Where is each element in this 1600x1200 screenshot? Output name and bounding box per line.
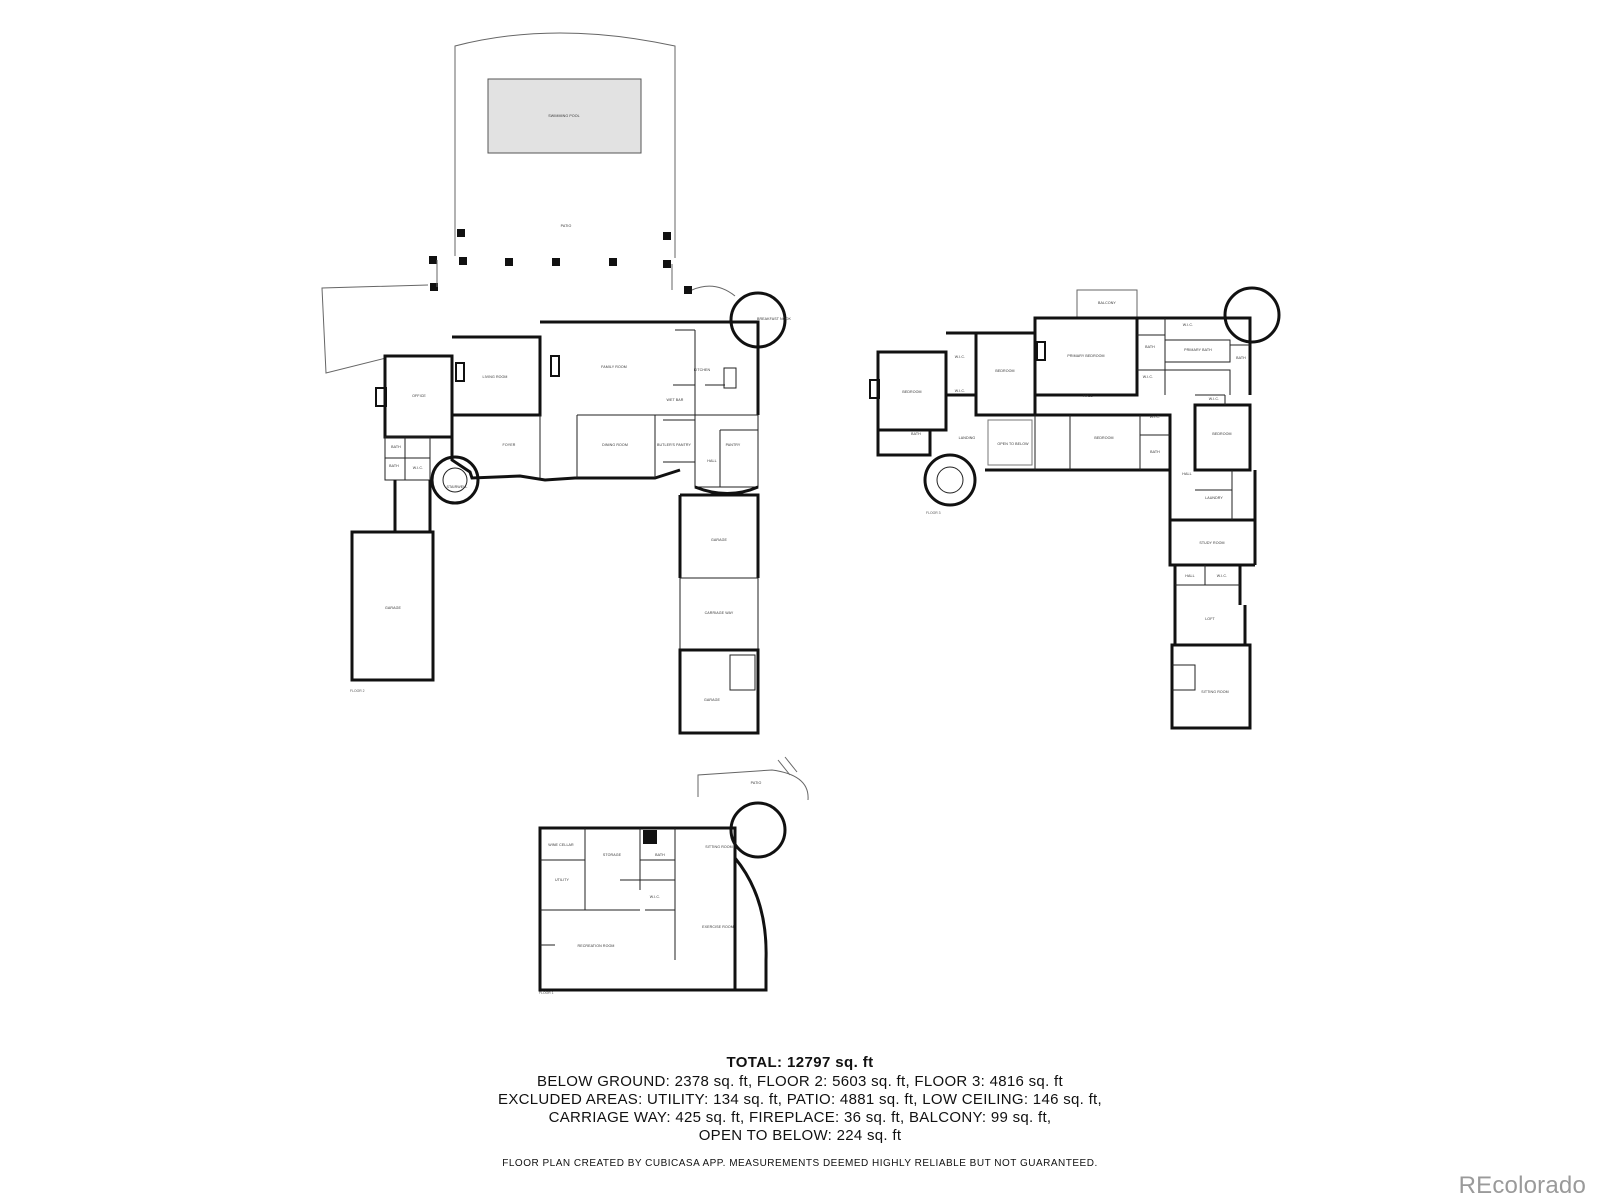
primary-bedroom-label: PRIMARY BEDROOM xyxy=(1067,354,1104,358)
bath-label-lower: BATH xyxy=(655,853,665,857)
living-room-label: LIVING ROOM xyxy=(482,375,507,379)
study-room-label: STUDY ROOM xyxy=(1199,541,1224,545)
patio-columns xyxy=(429,229,692,294)
breakfast-nook-label: BREAKFAST NOOK xyxy=(757,317,792,321)
garage-label-3: GARAGE xyxy=(704,698,720,702)
fireplace-bedroom xyxy=(869,379,880,399)
primary-bath-label: PRIMARY BATH xyxy=(1184,348,1212,352)
wic-label: W.I.C. xyxy=(413,466,423,470)
bedroom-label-2: BEDROOM xyxy=(995,369,1014,373)
sitting-room-label: SITTING ROOM xyxy=(1201,690,1229,694)
hall-label-3: HALL xyxy=(1083,394,1092,398)
garage-label-1: GARAGE xyxy=(385,606,401,610)
wic-label-4: W.I.C. xyxy=(1143,375,1153,379)
hall-label: HALL xyxy=(707,459,716,463)
wic-label-2: W.I.C. xyxy=(955,389,965,393)
bedroom-label-1: BEDROOM xyxy=(902,390,921,394)
wic-label-lower: W.I.C. xyxy=(650,895,660,899)
bedroom-label-3: BEDROOM xyxy=(1094,436,1113,440)
bath-label-3b: BATH xyxy=(1236,356,1246,360)
total-area: TOTAL: 12797 sq. ft xyxy=(726,1054,874,1071)
floor2-plan: SWIMMING POOL PATIO xyxy=(321,32,792,735)
exercise-room-label: EXERCISE ROOM xyxy=(702,925,734,929)
balcony-outline xyxy=(1076,289,1138,318)
kitchen-label: KITCHEN xyxy=(694,368,711,372)
bath-label-3d: BATH xyxy=(1150,450,1160,454)
wic-label-6: W.I.C. xyxy=(1209,397,1219,401)
bath-label-2: BATH xyxy=(389,464,399,468)
kitchen-island xyxy=(723,367,737,389)
area-line: CARRIAGE WAY: 425 sq. ft, FIREPLACE: 36 … xyxy=(548,1109,1052,1126)
family-room-label: FAMILY ROOM xyxy=(601,365,627,369)
stairwell-label: STAIRWELL xyxy=(447,485,468,489)
floor2-walls xyxy=(350,291,787,735)
balcony-label: BALCONY xyxy=(1098,301,1116,305)
disclaimer: FLOOR PLAN CREATED BY CUBICASA APP. MEAS… xyxy=(502,1158,1098,1169)
area-line: BELOW GROUND: 2378 sq. ft, FLOOR 2: 5603… xyxy=(537,1073,1063,1090)
floor3-label: FLOOR 3 xyxy=(926,511,941,515)
floor1-label: FLOOR 1 xyxy=(539,991,554,995)
floor3-walls xyxy=(876,286,1281,730)
laundry-label: LAUNDRY xyxy=(1205,496,1223,500)
foyer-label: FOYER xyxy=(503,443,516,447)
fireplace-living xyxy=(455,362,465,382)
wet-bar-label: WET BAR xyxy=(666,398,683,402)
patio-steps xyxy=(777,756,798,776)
patio-label-lower: PATIO xyxy=(751,781,762,785)
fireplace-primary xyxy=(1036,341,1046,361)
wine-cellar-label: WINE CELLAR xyxy=(548,843,574,847)
patio-connector xyxy=(436,260,736,297)
brand-logo: REcolorado xyxy=(1458,1172,1586,1199)
area-line: EXCLUDED AREAS: UTILITY: 134 sq. ft, PAT… xyxy=(498,1091,1102,1108)
area-line: OPEN TO BELOW: 224 sq. ft xyxy=(698,1127,902,1144)
terrace-outline xyxy=(321,284,429,374)
carriage-way-label: CARRIAGE WAY xyxy=(705,611,734,615)
loft-label: LOFT xyxy=(1205,617,1215,621)
hall-label-3c: HALL xyxy=(1185,574,1194,578)
butlers-pantry-label: BUTLER'S PANTRY xyxy=(657,443,692,447)
bath-label-3c: BATH xyxy=(911,432,921,436)
floor2-label: FLOOR 2 xyxy=(350,689,365,693)
floor1-fireplace xyxy=(643,830,657,844)
open-to-below-label: OPEN TO BELOW xyxy=(997,442,1029,446)
wic-label-7: W.I.C. xyxy=(1217,574,1227,578)
utility-label: UTILITY xyxy=(555,878,570,882)
fireplace-office xyxy=(375,387,387,407)
area-breakdown: BELOW GROUND: 2378 sq. ft, FLOOR 2: 5603… xyxy=(0,1073,1600,1145)
pool-label: SWIMMING POOL xyxy=(548,114,579,118)
wic-label-3: W.I.C. xyxy=(1183,323,1193,327)
office-label: OFFICE xyxy=(412,394,426,398)
bath-label-1: BATH xyxy=(391,445,401,449)
patio-label: PATIO xyxy=(561,224,572,228)
floor3-plan: BALCONY BEDROOM B xyxy=(869,286,1281,730)
sitting-room-label-lower: SITTING ROOM xyxy=(705,845,733,849)
dining-room-label: DINING ROOM xyxy=(602,443,628,447)
wic-label-5: W.I.C. xyxy=(1150,415,1160,419)
swimming-pool xyxy=(487,78,642,154)
fireplace-family xyxy=(550,355,560,377)
patio-outline xyxy=(454,32,676,258)
garage-label-2: GARAGE xyxy=(711,538,727,542)
open-to-below-area xyxy=(987,419,1033,466)
floor1-plan: PATIO WINE CELLAR UTILITY STORAGE BATH S… xyxy=(538,756,809,995)
hall-label-3b: HALL xyxy=(1182,472,1191,476)
recreation-room-label: RECREATION ROOM xyxy=(578,944,615,948)
landing-label: LANDING xyxy=(959,436,976,440)
wic-label-1: W.I.C. xyxy=(955,355,965,359)
bath-label-3a: BATH xyxy=(1145,345,1155,349)
bedroom-label-4: BEDROOM xyxy=(1212,432,1231,436)
patio-outline-lower xyxy=(697,769,809,801)
pantry-label: PANTRY xyxy=(726,443,741,447)
floor1-walls xyxy=(538,801,787,992)
storage-label: STORAGE xyxy=(603,853,622,857)
